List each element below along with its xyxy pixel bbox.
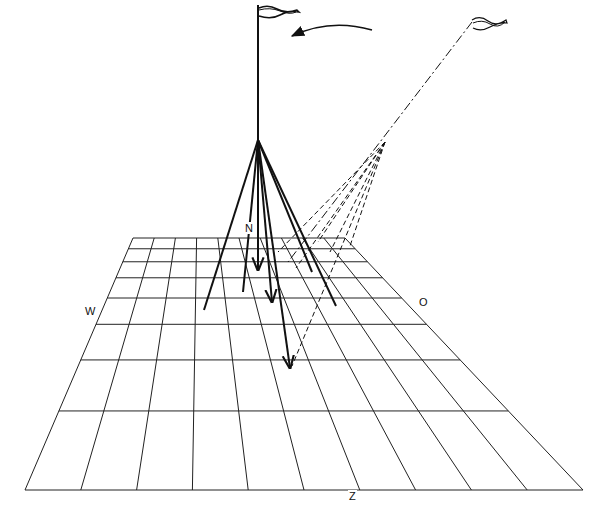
grid-line [281, 238, 415, 490]
grid-line [303, 238, 472, 490]
grid-line [260, 238, 360, 490]
compass-label: O [418, 296, 429, 308]
tilted-pole [288, 22, 472, 262]
grid-line [137, 238, 176, 490]
grid-line [25, 238, 133, 490]
shadow-lines [278, 142, 385, 366]
rotation-arrow [292, 25, 372, 36]
ground-grid [25, 238, 583, 490]
grid-line [81, 238, 154, 490]
tilted-flag [472, 18, 507, 30]
guy-wires [204, 140, 336, 368]
grid-line [324, 238, 527, 490]
compass-label: N [244, 222, 254, 234]
compass-label: Z [348, 490, 357, 502]
compass-label: W [84, 305, 96, 317]
flagpole [257, 5, 259, 140]
flag [259, 9, 296, 14]
grid-line [345, 238, 583, 490]
grid-line [239, 238, 304, 490]
flag [259, 6, 299, 18]
tilted-flag [473, 21, 505, 26]
grid-line [192, 238, 196, 490]
